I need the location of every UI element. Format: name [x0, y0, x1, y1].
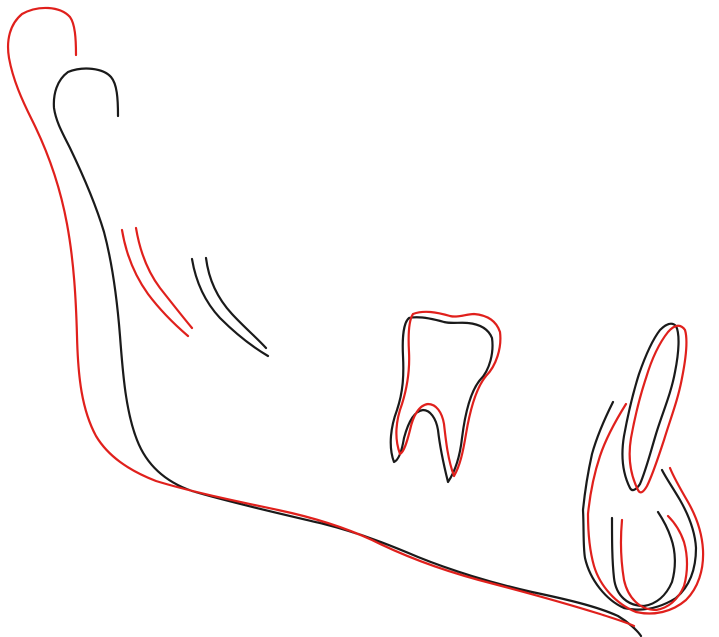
black-molar-outline — [391, 317, 493, 482]
black-pterygoid-line-inner — [206, 258, 266, 348]
red-molar-outline — [396, 312, 500, 476]
black-pterygoid-line — [192, 259, 268, 356]
black-mandible-outline — [54, 69, 641, 636]
red-pterygoid-line — [122, 230, 188, 336]
black-tracing — [54, 69, 696, 636]
red-mandible-outline — [8, 8, 634, 626]
red-tracing — [8, 8, 703, 626]
